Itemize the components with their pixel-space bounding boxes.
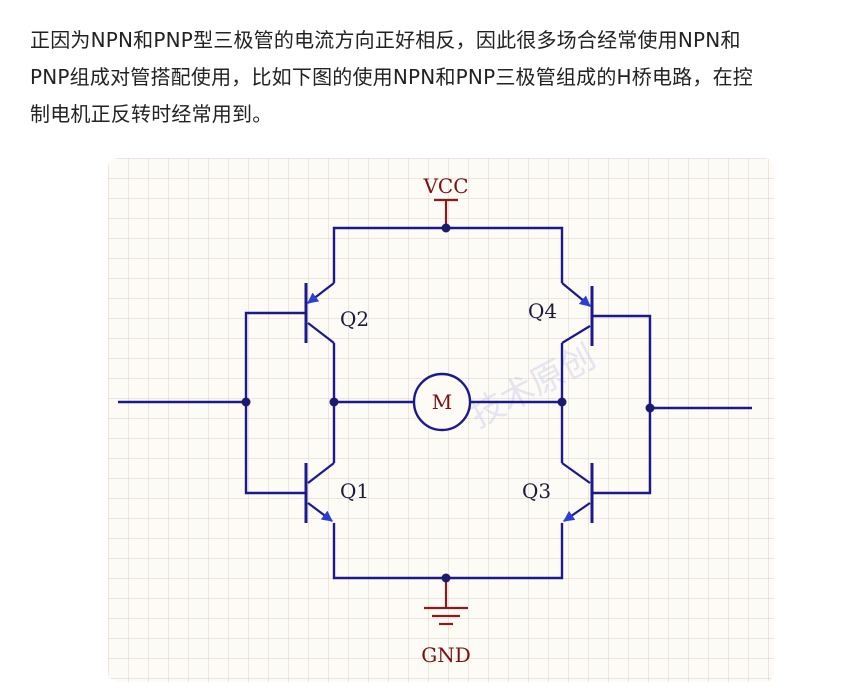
q2-label: Q2 <box>340 307 369 331</box>
gnd-label: GND <box>421 643 471 667</box>
transistor-q2 <box>304 282 335 344</box>
junction-left-input <box>241 397 251 407</box>
q1-label: Q1 <box>340 479 369 503</box>
transistor-q3 <box>561 462 594 523</box>
paragraph-line-2: PNP组成对管搭配使用，比如下图的使用NPN和PNP三极管组成的H桥电路，在控 <box>30 65 753 89</box>
paragraph-line-3: 制电机正反转时经常用到。 <box>30 102 273 126</box>
q4-label: Q4 <box>528 299 557 323</box>
h-bridge-circuit-figure: 技术原创 VCC GND <box>108 158 774 682</box>
junction-gnd <box>441 573 451 583</box>
watermark-text: 技术原创 <box>463 337 602 436</box>
q3-label: Q3 <box>522 479 551 503</box>
ground-symbol <box>424 578 468 626</box>
junction-right-input <box>645 403 655 413</box>
motor-label: M <box>432 390 452 414</box>
junction-left-motor <box>329 397 339 407</box>
motor-symbol <box>412 372 472 432</box>
transistor-q1 <box>304 462 335 523</box>
article-paragraph: 正因为NPN和PNP型三极管的电流方向正好相反，因此很多场合经常使用NPN和 P… <box>30 22 842 133</box>
junction-dots <box>241 223 655 583</box>
junction-right-motor <box>557 397 567 407</box>
vcc-label: VCC <box>422 174 468 198</box>
transistor-q4 <box>561 282 594 346</box>
paragraph-line-1: 正因为NPN和PNP型三极管的电流方向正好相反，因此很多场合经常使用NPN和 <box>30 28 741 52</box>
junction-vcc <box>441 223 451 233</box>
h-bridge-schematic: 技术原创 VCC GND <box>118 174 752 667</box>
vcc-supply-symbol <box>434 198 458 228</box>
